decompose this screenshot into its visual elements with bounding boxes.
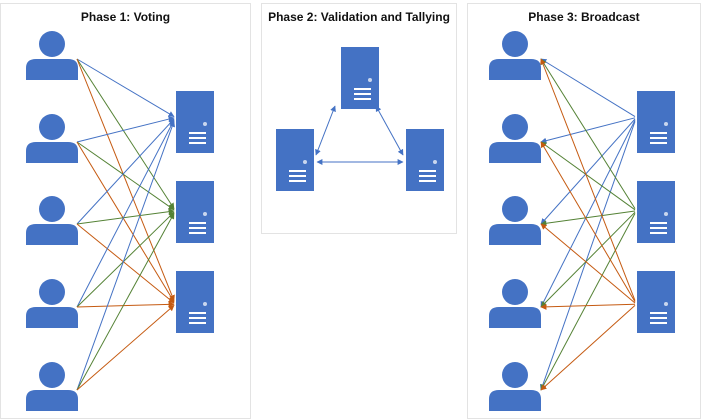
voting-arrow-7 bbox=[76, 208, 175, 225]
phase-3-voter-3-person-icon bbox=[489, 196, 541, 245]
broadcast-arrow-13 bbox=[540, 303, 636, 310]
broadcast-arrow-8 bbox=[540, 211, 636, 308]
phase-3-server-1-server-icon bbox=[637, 91, 675, 153]
phase-3-voter-2-person-icon bbox=[489, 114, 541, 163]
broadcast-arrow-7 bbox=[540, 210, 636, 227]
phase-3-server-2-server-icon bbox=[637, 181, 675, 243]
icons-layer bbox=[26, 31, 675, 411]
broadcast-arrow-9 bbox=[540, 213, 636, 391]
voting-arrow-9 bbox=[76, 119, 175, 308]
voting-arrow-10 bbox=[76, 211, 175, 308]
broadcast-arrow-10 bbox=[540, 58, 636, 301]
voting-arrow-8 bbox=[76, 223, 175, 304]
phase-3-title: Phase 3: Broadcast bbox=[528, 10, 640, 24]
phase-2-server-2-server-icon bbox=[276, 129, 314, 191]
voting-arrow-1 bbox=[76, 58, 175, 210]
broadcast-arrow-12 bbox=[540, 223, 636, 304]
phase-2-server-1-server-icon bbox=[341, 47, 379, 109]
broadcast-arrow-5 bbox=[540, 58, 636, 209]
phase-2-title: Phase 2: Validation and Tallying bbox=[268, 10, 450, 24]
phase-2-server-3-server-icon bbox=[406, 129, 444, 191]
broadcast-arrow-3 bbox=[540, 119, 636, 308]
phase-3-server-3-server-icon bbox=[637, 271, 675, 333]
voting-arrow-4 bbox=[76, 141, 175, 211]
phase-1-server-3-server-icon bbox=[176, 271, 214, 333]
phase-1-title: Phase 1: Voting bbox=[80, 10, 171, 24]
voting-arrow-14 bbox=[76, 305, 175, 391]
broadcast-arrow-4 bbox=[539, 121, 636, 391]
voting-arrow-13 bbox=[76, 212, 175, 391]
voting-arrow-6 bbox=[76, 118, 175, 225]
phase-1-voter-4-person-icon bbox=[26, 279, 78, 328]
broadcast-arrow-1 bbox=[540, 117, 636, 144]
validation-arrow-0 bbox=[315, 105, 336, 156]
phase-1-voter-5-person-icon bbox=[26, 362, 78, 411]
voting-arrow-3 bbox=[76, 116, 175, 143]
phase-3-voter-5-person-icon bbox=[489, 362, 541, 411]
phase-1-voter-2-person-icon bbox=[26, 114, 78, 163]
voting-arrow-2 bbox=[76, 58, 175, 302]
phase-1-voter-3-person-icon bbox=[26, 196, 78, 245]
phase-1-voter-1-person-icon bbox=[26, 31, 78, 80]
broadcast-arrow-11 bbox=[540, 141, 636, 303]
phase-1-server-1-server-icon bbox=[176, 91, 214, 153]
edges-layer bbox=[76, 58, 636, 391]
voting-arrow-11 bbox=[76, 301, 175, 308]
broadcast-arrow-0 bbox=[540, 58, 636, 118]
voting-arrow-12 bbox=[76, 120, 175, 391]
broadcast-arrow-2 bbox=[540, 118, 636, 225]
broadcast-arrow-6 bbox=[540, 141, 636, 211]
validation-arrow-1 bbox=[375, 105, 404, 156]
phase-2-validation-panel: Phase 2: Validation and Tallying bbox=[261, 3, 457, 234]
phase-3-voter-4-person-icon bbox=[489, 279, 541, 328]
voting-arrow-5 bbox=[76, 141, 175, 303]
phase-1-server-2-server-icon bbox=[176, 181, 214, 243]
voting-arrow-0 bbox=[76, 58, 175, 118]
broadcast-arrow-14 bbox=[540, 305, 636, 391]
phase-3-voter-1-person-icon bbox=[489, 31, 541, 80]
